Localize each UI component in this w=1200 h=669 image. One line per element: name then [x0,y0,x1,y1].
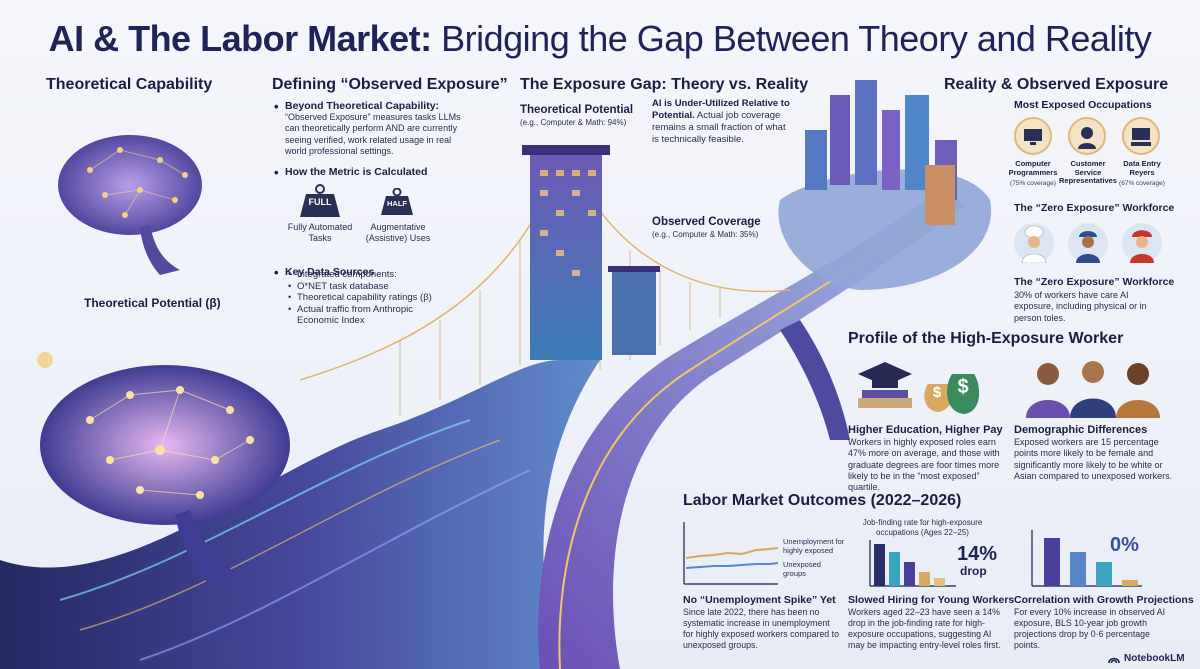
unemployment-highly-exposed-line [685,547,779,559]
zero-exposure-workers [1014,223,1162,264]
hiring-title: Slowed Hiring for Young Workers [848,594,1015,606]
hiring-chart-title: Job-finding rate for high-exposure occup… [862,518,983,537]
notebooklm-icon [1108,657,1120,663]
hiring-chart [869,540,956,587]
notebooklm-logo: NotebookLM [1108,653,1185,664]
demographic-title: Demographic Differences [1014,424,1148,436]
unemployment-unexposed-line [685,562,779,569]
beyond-section: Beyond Theoretical Capability: “Observed… [274,99,470,157]
hiring-bar [874,544,885,586]
zero-exposure-title-2: The “Zero Exposure” Workforce [1014,276,1175,288]
hiring-percentage: 14% [957,543,998,565]
gap-heading: The Exposure Gap: Theory vs. Reality [520,76,809,93]
outcomes-heading: Labor Market Outcomes (2022–2026) [683,492,962,509]
unemployment-legend-unexposed: Unexposed groups [783,560,821,578]
occupation-data-entry [1122,117,1162,155]
growth-bar [1070,552,1086,586]
growth-bar [1096,562,1112,586]
unemployment-text: Since late 2022, there has been no syste… [683,607,839,650]
notebooklm-brand: NotebookLM [1124,653,1185,664]
growth-title: Correlation with Growth Projections [1014,594,1194,606]
source-item: Theoretical capability ratings (β) [288,292,438,304]
half-badge: HALF [387,199,407,208]
demographic-text: Exposed workers are 15 percentage points… [1014,437,1173,481]
growth-bar [1122,580,1138,586]
occupation-customer-service [1068,117,1108,155]
source-item: O*NET task database [288,281,438,293]
growth-percentage: 0% [1110,534,1139,556]
theoretical-caption: Theoretical Potential (β) [84,296,221,310]
dollar-icon: $ [932,384,942,401]
full-label: Fully Automated Tasks [287,222,353,243]
gap-theoretical-sub: (e.g., Computer & Math: 94%) [520,118,627,127]
keyboard-icon [1122,117,1160,155]
full-weight-icon [300,184,340,217]
gap-observed-title: Observed Coverage [652,216,761,228]
how-title: How the Metric is Calculated [274,165,1200,180]
page-title: AI & The Labor Market: Bridging the Gap … [0,18,1200,60]
half-label: Augmentative (Assistive) Uses [365,222,431,243]
gap-theoretical-title: Theoretical Potential [520,104,634,116]
source-item: Actual traffic from Anthropic Economic I… [288,304,438,327]
mechanic-icon [1068,223,1108,263]
unemployment-legend-exposed: Unemployment for highly exposed [783,537,845,555]
half-weight: HALF [380,187,414,221]
chef-icon [1014,223,1054,264]
firefighter-icon [1122,223,1162,263]
hiring-bar [919,572,930,586]
source-item: Integrated components: [288,269,438,281]
education-text: Workers in highly exposed roles earn 47%… [848,437,1000,492]
occupation-coverage: (75% coverage) [1010,180,1056,187]
demographic-people-illustration [1026,361,1160,418]
unemployment-chart [683,522,779,585]
beyond-text: “Observed Exposure” measures tasks LLMs … [285,112,461,156]
occupation-label: Customer Service Representatives [1059,159,1117,186]
hiring-text: Workers aged 22–23 have seen a 14% drop … [848,607,1001,650]
defining-heading: Defining “Observed Exposure” [272,76,508,93]
beyond-title: Beyond Theoretical Capability: [274,99,470,114]
full-weight: FULL [298,184,342,223]
title-bold: AI & The Labor Market: [48,18,433,59]
headset-icon [1068,117,1106,155]
occupation-label: Data Entry Reyers [1123,159,1161,177]
most-exposed-title: Most Exposed Occupations [1014,99,1152,111]
dollar-icon: $ [957,376,969,398]
zero-exposure-text: 30% of workers have care AI exposure, in… [1014,290,1147,323]
gap-observed-sub: (e.g., Computer & Math: 35%) [652,230,759,239]
underutilized-bold: AI is Under-Utilized Relative to Potenti… [652,98,790,121]
hiring-bar [889,552,900,586]
gap-underutilized: AI is Under-Utilized Relative to Potenti… [652,98,794,146]
monitor-icon [1014,117,1052,155]
profile-heading: Profile of the High-Exposure Worker [848,330,1124,347]
growth-bar [1044,538,1060,586]
theoretical-heading: Theoretical Capability [46,76,213,93]
hiring-bar [934,578,945,586]
hiring-drop-label: drop [960,564,987,578]
occupation-programmers [1014,117,1054,155]
reality-heading: Reality & Observed Exposure [944,76,1169,93]
full-badge: FULL [308,197,332,207]
growth-chart [1031,530,1142,587]
hiring-bar [904,562,915,586]
education-title: Higher Education, Higher Pay [848,424,1003,436]
underutilized-text: Actual job coverage remains a small frac… [652,109,786,145]
occupation-coverage: (67% coverage) [1119,180,1165,187]
half-weight-icon [381,187,413,215]
unemployment-title: No “Unemployment Spike” Yet [683,594,836,606]
zero-exposure-title: The “Zero Exposure” Workforce [1014,202,1175,214]
sources-list: Integrated components: O*NET task databa… [288,269,438,327]
education-money-illustration [858,362,980,414]
occupation-label: Computer Programmers [1008,159,1058,177]
growth-text: For every 10% increase in observed AI ex… [1014,607,1166,650]
title-light: Bridging the Gap Between Theory and Real… [431,18,1152,59]
